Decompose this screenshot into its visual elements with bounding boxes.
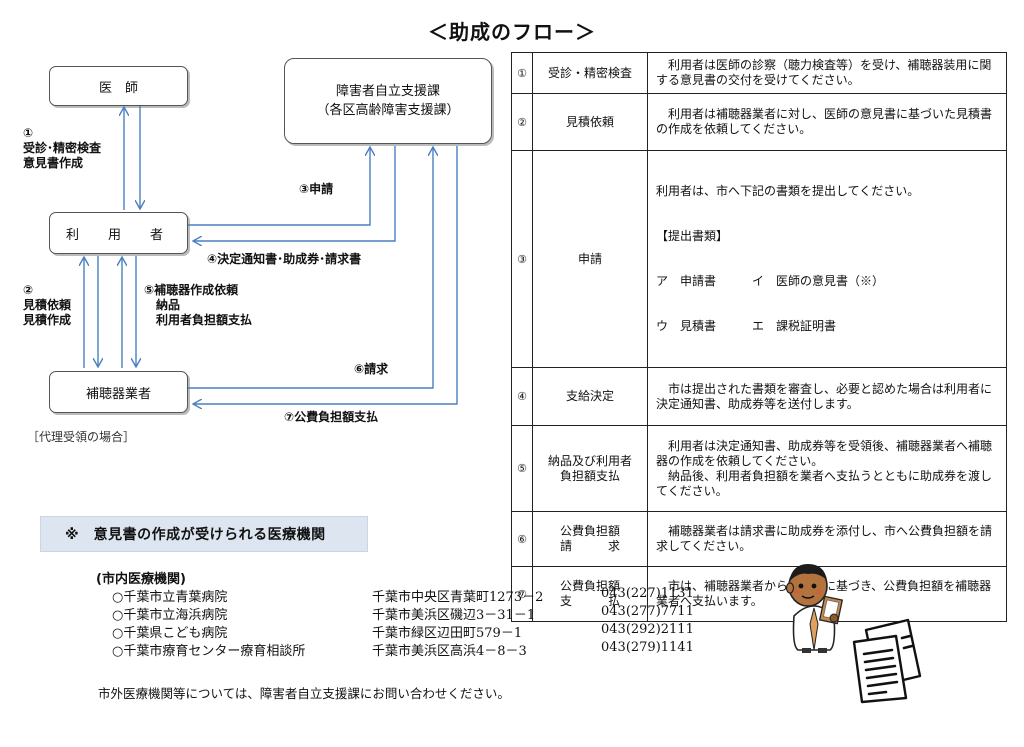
user-box: 利 用 者: [49, 212, 188, 254]
label-step-2: ② 見積依頼 見積作成: [23, 283, 72, 327]
step-description: 利用者は医師の診察（聴力検査等）を受け、補聴器装用に関する意見書の交付を受けてく…: [647, 52, 1007, 94]
step-name: 申請: [532, 150, 648, 368]
hospital-name: ○千葉市療育センター療育相談所: [112, 644, 306, 659]
step-description: 補聴器業者は請求書に助成券を添付し、市へ公費負担額を請求してください。: [647, 511, 1007, 567]
table-row: ④ 支給決定 市は提出された書類を審査し、必要と認めた場合は利用者に決定通知書、…: [511, 367, 1007, 426]
arrow-payment: [194, 146, 458, 404]
step-number: ①: [511, 52, 533, 94]
hospital-name: ○千葉市立海浜病院: [112, 608, 228, 623]
user-label: 利 用 者: [65, 227, 171, 243]
table-row: ⑤ 納品及び利用者 負担額支払 利用者は決定通知書、助成券等を受領後、補聴器業者…: [511, 425, 1007, 512]
step-name: 納品及び利用者 負担額支払: [532, 425, 648, 512]
hospital-phone: 043(279)1141: [601, 640, 694, 655]
step-name: 支給決定: [532, 367, 648, 426]
step-number: ⑤: [511, 425, 533, 512]
hospital-address: 千葉市美浜区高浜4－8－3: [372, 644, 527, 659]
flow-steps-table: ① 受診・精密検査 利用者は医師の診察（聴力検査等）を受け、補聴器装用に関する意…: [511, 52, 1007, 622]
page-title: ＜助成のフロー＞: [428, 20, 596, 44]
hospital-phone: 043(292)2111: [601, 622, 694, 637]
hospital-phone: 043(277)7711: [601, 604, 694, 619]
required-docs-line1: ア 申請書 イ 医師の意見書（※）: [656, 274, 885, 288]
required-docs-line2: ウ 見積書 エ 課税証明書: [656, 319, 837, 333]
step-number: ②: [511, 93, 533, 151]
step-name: 受診・精密検査: [532, 52, 648, 94]
medical-institutions-subtitle: (市内医療機関): [96, 572, 186, 587]
vendor-label: 補聴器業者: [85, 386, 151, 402]
office-box: 障害者自立支援課 （各区高齢障害支援課）: [284, 58, 492, 144]
label-step-6: ⑥請求: [354, 362, 389, 376]
table-row: ⑥ 公費負担額 請 求 補聴器業者は請求書に助成券を添付し、市へ公費負担額を請求…: [511, 511, 1007, 567]
doctor-illustration-icon: [785, 564, 844, 653]
label-step-5: ⑤補聴器作成依頼 納品 利用者負担額支払: [144, 283, 253, 327]
step-description: 市は、補聴器業者からの請求に基づき、公費負担額を補聴器業者へ支払います。: [647, 566, 1007, 622]
medical-institutions-banner: ※ 意見書の作成が受けられる医療機関: [40, 516, 368, 552]
label-step-1: ① 受診･精密検査 意見書作成: [23, 126, 102, 170]
hospital-address: 千葉市緑区辺田町579－1: [372, 626, 523, 641]
hospital-address: 千葉市中央区青葉町1273－2: [372, 590, 544, 605]
outside-institutions-note: 市外医療機関等については、障害者自立支援課にお問い合わせください。: [98, 686, 510, 701]
label-step-7: ⑦公費負担額支払: [284, 410, 379, 424]
step-number: ③: [511, 150, 533, 368]
table-row: ② 見積依頼 利用者は補聴器業者に対し、医師の意見書に基づいた見積書の作成を依頼…: [511, 93, 1007, 151]
label-step-4: ④決定通知書･助成券･請求書: [207, 252, 362, 266]
office-label-line2: （各区高齢障害支援課）: [316, 103, 460, 118]
table-row: ① 受診・精密検査 利用者は医師の診察（聴力検査等）を受け、補聴器装用に関する意…: [511, 52, 1007, 94]
step-name: 見積依頼: [532, 93, 648, 151]
step-name: 公費負担額 支 払: [532, 566, 648, 622]
label-step-3: ③申請: [299, 182, 334, 196]
proxy-note: ［代理受領の場合］: [27, 430, 136, 444]
office-label-line1: 障害者自立支援課: [335, 84, 440, 99]
step-number: ⑥: [511, 511, 533, 567]
hospital-phone: 043(227)1131: [601, 586, 694, 601]
step-number: ④: [511, 367, 533, 426]
required-docs-title: 【提出書類】: [656, 229, 729, 243]
table-row: ③ 申請 利用者は、市へ下記の書類を提出してください。 【提出書類】 ア 申請書…: [511, 150, 1007, 368]
arrow-claim: [188, 148, 433, 389]
hospital-name: ○千葉県こども病院: [112, 626, 228, 641]
arrow-decision: [194, 146, 396, 241]
hospital-name: ○千葉市立青葉病院: [112, 590, 228, 605]
step-description-apply: 利用者は、市へ下記の書類を提出してください。 【提出書類】 ア 申請書 イ 医師…: [647, 150, 1007, 368]
table-row: ⑦ 公費負担額 支 払 市は、補聴器業者からの請求に基づき、公費負担額を補聴器業…: [511, 566, 1007, 622]
arrow-apply: [188, 148, 370, 226]
apply-description: 利用者は、市へ下記の書類を提出してください。: [656, 184, 920, 198]
hospital-address: 千葉市美浜区磯辺3－31－1: [372, 608, 536, 623]
vendor-box: 補聴器業者: [49, 371, 188, 413]
document-illustration-icon: [852, 618, 922, 704]
step-description: 利用者は補聴器業者に対し、医師の意見書に基づいた見積書の作成を依頼してください。: [647, 93, 1007, 151]
doctor-box: 医 師: [49, 66, 188, 106]
doctor-label: 医 師: [98, 80, 138, 96]
step-name: 公費負担額 請 求: [532, 511, 648, 567]
step-description: 市は提出された書類を審査し、必要と認めた場合は利用者に決定通知書、助成券等を送付…: [647, 367, 1007, 426]
step-description: 利用者は決定通知書、助成券等を受領後、補聴器業者へ補聴器の作成を依頼してください…: [647, 425, 1007, 512]
